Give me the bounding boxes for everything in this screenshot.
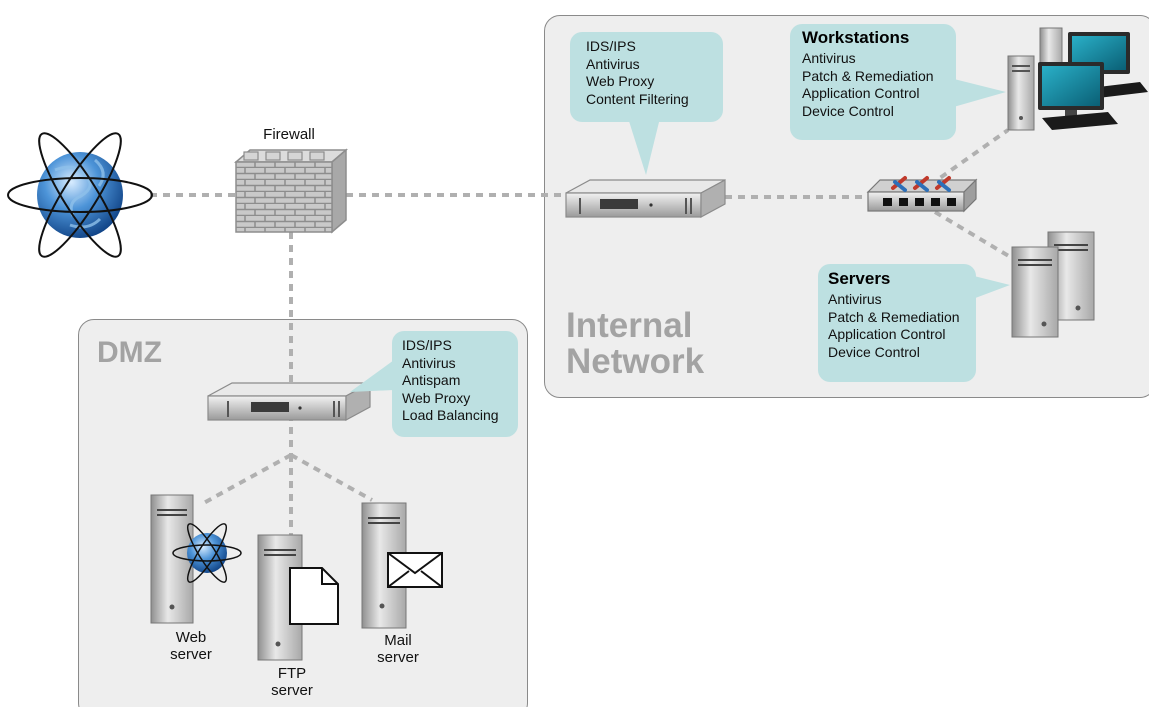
workstations-callout: Workstations Antivirus Patch & Remediati… bbox=[790, 24, 956, 140]
label-line: server bbox=[170, 646, 212, 663]
link-switch-servers bbox=[933, 210, 1014, 260]
mail-server-icon bbox=[361, 502, 443, 629]
label-line: server bbox=[377, 649, 419, 666]
link-hub-mail bbox=[290, 453, 373, 502]
label-line: Mail bbox=[384, 632, 412, 649]
callout-item: Antivirus bbox=[802, 50, 856, 66]
callout-item: Antivirus bbox=[828, 291, 882, 307]
envelope-icon bbox=[387, 552, 443, 588]
label-line: server bbox=[271, 682, 313, 699]
callout-item: Load Balancing bbox=[402, 407, 499, 423]
callout-item: IDS/IPS bbox=[586, 38, 636, 54]
callout-item: Content Filtering bbox=[586, 90, 689, 107]
callout-item: Web Proxy bbox=[586, 73, 655, 89]
callout-item: Application Control bbox=[828, 326, 946, 342]
web-server-icon bbox=[150, 494, 242, 624]
internal-appliance-callout: IDS/IPS Antivirus Web Proxy Content Filt… bbox=[570, 32, 723, 122]
callout-item: Antispam bbox=[402, 372, 461, 388]
dmz-appliance-callout: IDS/IPS Antivirus Antispam Web Proxy Loa… bbox=[392, 331, 518, 437]
callout-item: Antivirus bbox=[586, 55, 640, 72]
link-switch-workstations bbox=[928, 128, 1010, 187]
web-server-label: Web server bbox=[161, 629, 221, 663]
bubble-tails bbox=[350, 78, 1010, 392]
callout-item: Antivirus bbox=[402, 354, 456, 371]
zone-title-line-2: Network bbox=[566, 341, 705, 381]
dmz-appliance-icon bbox=[207, 381, 371, 422]
ftp-server-icon bbox=[257, 534, 339, 661]
ftp-server-label: FTP server bbox=[262, 665, 322, 699]
callout-item: Patch & Remediation bbox=[828, 308, 960, 325]
callout-item: Device Control bbox=[828, 343, 920, 360]
switch-icon bbox=[866, 176, 978, 213]
callout-item: Patch & Remediation bbox=[802, 67, 934, 84]
callout-item: Web Proxy bbox=[402, 389, 471, 406]
server-icon bbox=[1011, 231, 1095, 338]
globe-icon bbox=[172, 523, 242, 583]
label-line: Web bbox=[175, 629, 207, 646]
callout-title: Servers bbox=[828, 269, 891, 288]
dmz-zone-title: DMZ bbox=[97, 336, 162, 369]
label-line: FTP bbox=[277, 665, 307, 682]
callout-item: Application Control bbox=[802, 85, 920, 101]
workstation-icon bbox=[1007, 27, 1148, 131]
mail-server-label: Mail server bbox=[368, 632, 428, 666]
internal-network-zone-title: Internal Network bbox=[566, 308, 704, 379]
link-hub-web bbox=[199, 453, 292, 507]
security-appliance-icon bbox=[565, 178, 726, 219]
zone-title-line-1: Internal bbox=[566, 306, 693, 345]
callout-item: Device Control bbox=[802, 102, 894, 119]
callout-title: Workstations bbox=[802, 28, 910, 47]
firewall-icon bbox=[233, 148, 349, 234]
servers-callout: Servers Antivirus Patch & Remediation Ap… bbox=[818, 264, 976, 382]
document-icon bbox=[289, 567, 339, 625]
globe-icon bbox=[7, 132, 153, 258]
firewall-label: Firewall bbox=[263, 126, 315, 143]
callout-item: IDS/IPS bbox=[402, 337, 452, 353]
